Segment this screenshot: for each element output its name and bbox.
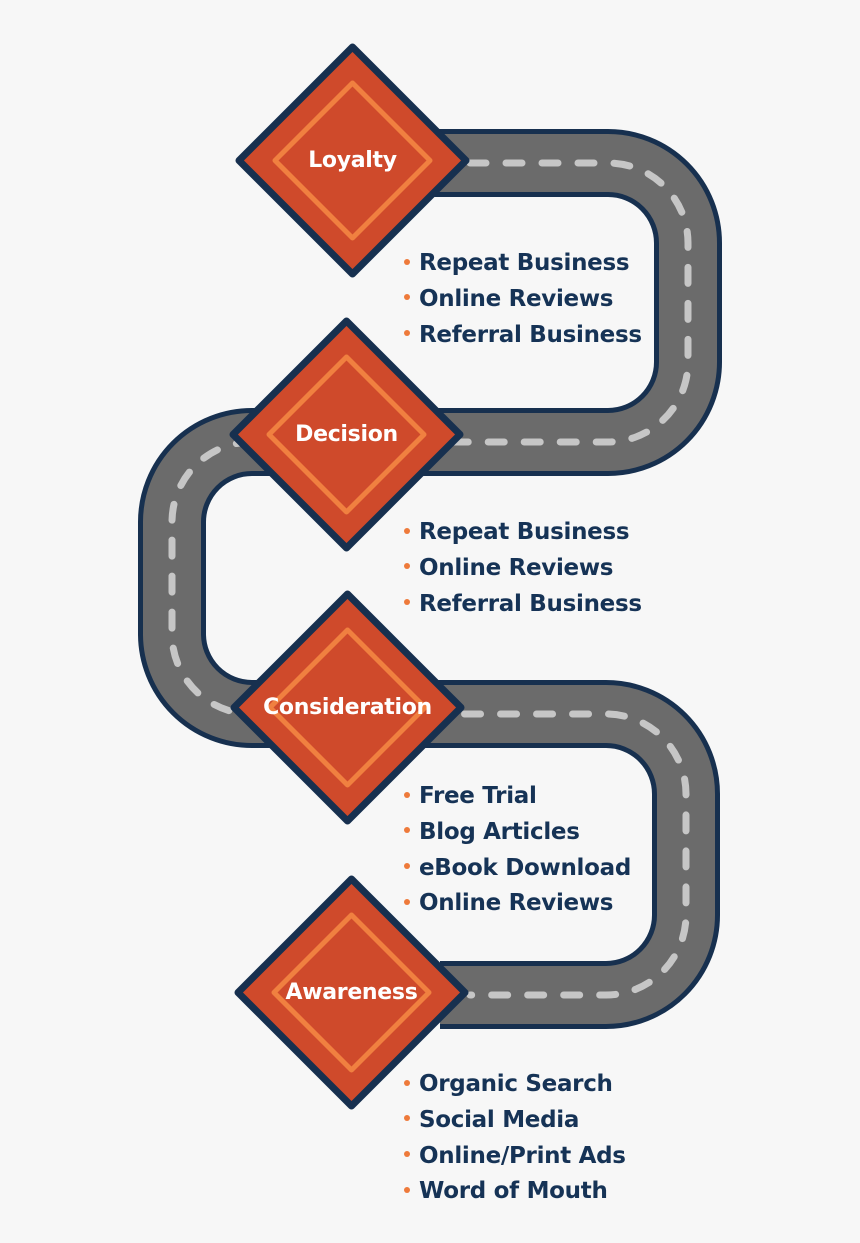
stage-label-decision: Decision [295, 422, 398, 447]
list-item: Word of Mouth [404, 1174, 626, 1210]
road-lane-dashes [168, 159, 692, 999]
consideration-items: Free Trial Blog Articles eBook Download … [404, 779, 631, 922]
bullet-icon [404, 330, 410, 337]
bullet-icon [404, 258, 410, 265]
list-item: Repeat Business [404, 246, 642, 282]
list-item: Social Media [404, 1103, 626, 1139]
list-item: Organic Search [404, 1067, 626, 1103]
loyalty-items: Repeat Business Online Reviews Referral … [404, 246, 642, 353]
sign-loyalty: Loyalty [235, 43, 470, 278]
list-item: Online Reviews [404, 282, 642, 318]
list-item: Online/Print Ads [404, 1139, 626, 1175]
list-item: Referral Business [404, 587, 642, 623]
bullet-icon [404, 527, 410, 534]
awareness-items: Organic Search Social Media Online/Print… [404, 1067, 626, 1210]
diamond-sign-icon [235, 43, 470, 278]
diamond-sign-icon [230, 590, 465, 825]
sign-decision: Decision [229, 317, 464, 552]
sign-consideration: Consideration [230, 590, 465, 825]
list-item: eBook Download [404, 851, 631, 887]
bullet-icon [404, 1151, 410, 1158]
bullet-icon [404, 1186, 410, 1193]
list-item: Online Reviews [404, 551, 642, 587]
list-item: Blog Articles [404, 815, 631, 851]
bullet-icon [404, 1079, 410, 1086]
bullet-icon [404, 898, 410, 905]
bullet-icon [404, 599, 410, 606]
sign-awareness: Awareness [234, 875, 469, 1110]
bullet-icon [404, 791, 410, 798]
list-item: Online Reviews [404, 886, 631, 922]
decision-items: Repeat Business Online Reviews Referral … [404, 515, 642, 622]
bullet-icon [404, 563, 410, 570]
diamond-sign-icon [229, 317, 464, 552]
diamond-sign-icon [234, 875, 469, 1110]
bullet-icon [404, 863, 410, 870]
list-item: Free Trial [404, 779, 631, 815]
list-item: Repeat Business [404, 515, 642, 551]
bullet-icon [404, 827, 410, 834]
stage-label-awareness: Awareness [285, 980, 418, 1005]
list-item: Referral Business [404, 318, 642, 354]
stage-label-consideration: Consideration [263, 695, 432, 720]
bullet-icon [404, 1115, 410, 1122]
bullet-icon [404, 294, 410, 301]
stage-label-loyalty: Loyalty [308, 148, 397, 173]
